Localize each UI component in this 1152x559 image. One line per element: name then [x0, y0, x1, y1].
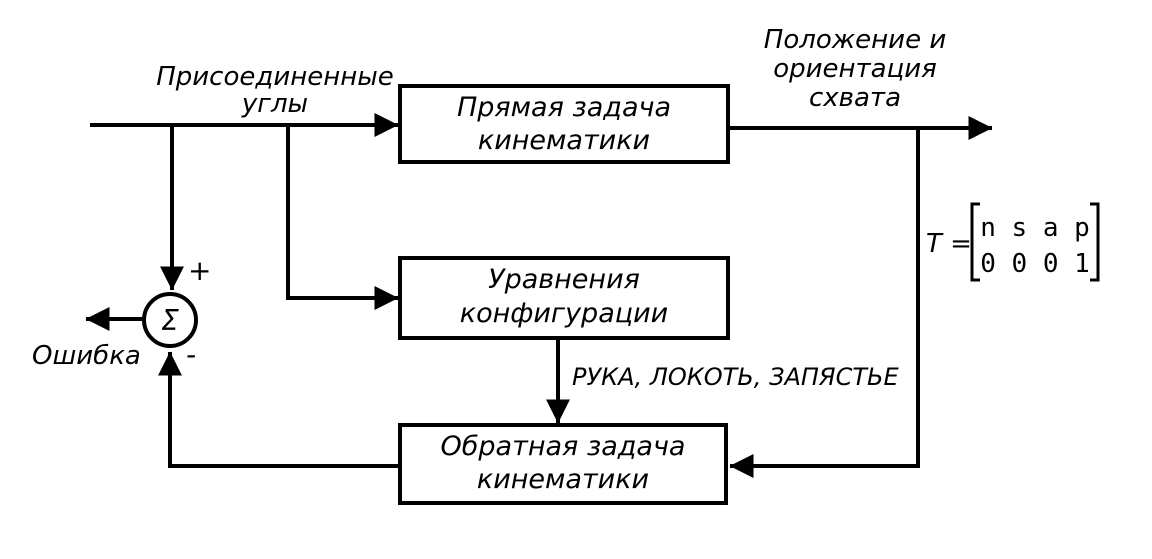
- plus-sign: +: [188, 254, 211, 287]
- sigma-symbol: Σ: [161, 304, 179, 337]
- input-label-line1: Присоединенные: [156, 62, 394, 92]
- transform-matrix: T = n s a p 0 0 0 1: [926, 202, 1100, 282]
- inverse-to-sum-arrow: [158, 351, 400, 468]
- input-label-line2: углы: [241, 89, 308, 119]
- matrix-left-bracket: [970, 202, 980, 282]
- arm-elbow-wrist-label: РУКА, ЛОКОТЬ, ЗАПЯСТЬЕ: [572, 363, 899, 391]
- minus-sign: -: [186, 338, 196, 371]
- forward-block-line1: Прямая задача: [457, 92, 671, 123]
- output-label-line2: ориентация: [773, 54, 937, 84]
- matrix-row-1: n s a p: [980, 213, 1090, 243]
- matrix-row-2: 0 0 0 1: [980, 249, 1090, 279]
- configuration-equations-block: Уравнения конфигурации: [398, 256, 730, 340]
- inverse-kinematics-block: Обратная задача кинематики: [398, 423, 728, 505]
- summing-junction: Σ: [142, 292, 198, 348]
- signal-lines: [85, 113, 993, 478]
- output-to-inverse-arrow: [729, 126, 920, 478]
- config-block-line1: Уравнения: [488, 264, 640, 295]
- config-block-line2: конфигурации: [460, 298, 668, 329]
- forward-kinematics-block: Прямая задача кинематики: [398, 84, 730, 164]
- matrix-right-bracket: [1090, 202, 1100, 282]
- inverse-block-line2: кинематики: [477, 464, 649, 495]
- error-label: Ошибка: [32, 341, 141, 371]
- input-to-config-arrow: [286, 123, 399, 310]
- output-label-line3: схвата: [809, 83, 901, 113]
- output-label-line1: Положение и: [764, 25, 946, 55]
- inverse-block-line1: Обратная задача: [441, 431, 686, 462]
- matrix-prefix: T =: [926, 229, 972, 259]
- forward-block-line2: кинематики: [478, 125, 650, 156]
